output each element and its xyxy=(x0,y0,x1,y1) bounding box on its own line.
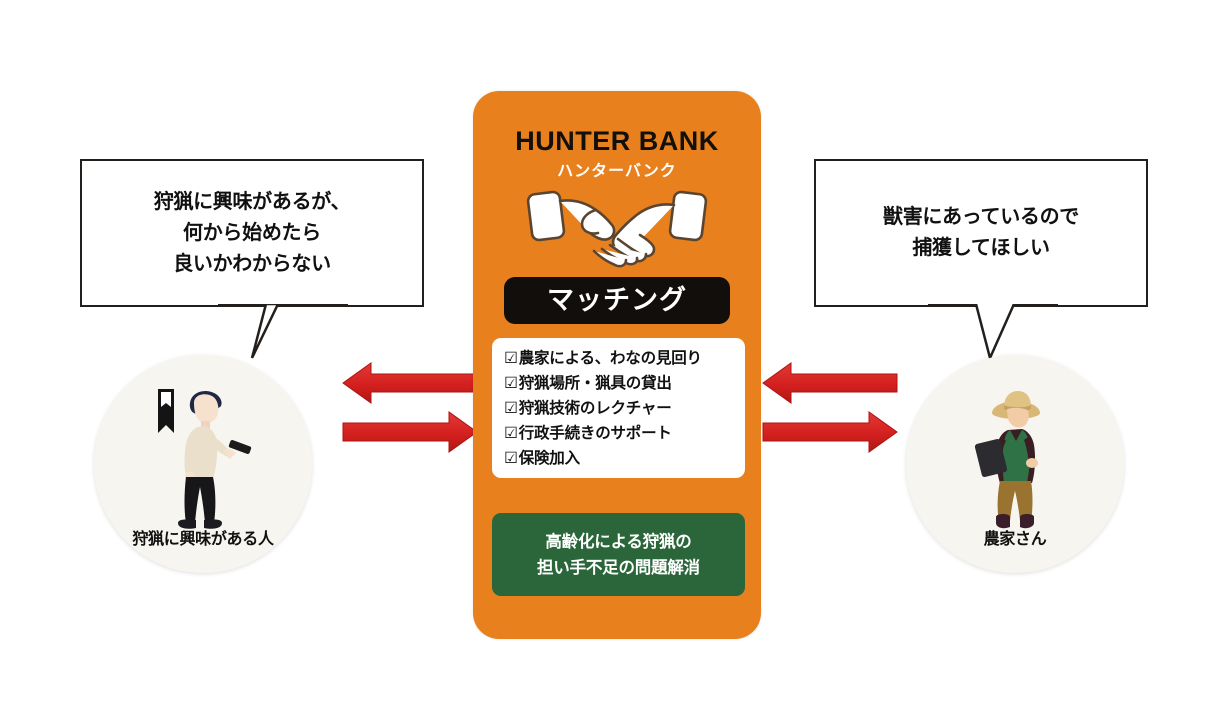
outcome-box-text: 高齢化による狩猟の 担い手不足の問題解消 xyxy=(537,529,700,581)
hunter-bank-panel: HUNTER BANK ハンターバンク マッチン xyxy=(473,91,761,639)
bubble-left-line2: 何から始めたら xyxy=(183,221,321,244)
matching-badge: マッチング xyxy=(504,277,730,324)
services-list: ☑農家による、わなの見回り ☑狩猟場所・猟具の貸出 ☑狩猟技術のレクチャー ☑行… xyxy=(492,346,745,471)
handshake-icon xyxy=(526,190,708,268)
service-item: ☑狩猟場所・猟具の貸出 xyxy=(504,371,745,396)
speech-bubble-left-tail xyxy=(218,302,348,359)
service-item-label: 狩猟技術のレクチャー xyxy=(518,400,672,417)
speech-bubble-right-text: 獣害にあっているので 捕獲してほしい xyxy=(883,202,1079,264)
service-item-label: 保険加入 xyxy=(518,450,580,467)
bubble-left-line1: 狩猟に興味があるが、 xyxy=(153,190,351,213)
speech-bubble-left-text: 狩猟に興味があるが、 何から始めたら 良いかわからない xyxy=(154,187,351,280)
bubble-right-line2: 捕獲してほしい xyxy=(912,237,1050,259)
service-item: ☑保険加入 xyxy=(504,446,745,471)
service-item-label: 狩猟場所・猟具の貸出 xyxy=(518,375,672,392)
farmer-with-tablet-icon xyxy=(974,391,1040,529)
checkbox-checked-icon: ☑ xyxy=(504,400,518,417)
persona-right: 農家さん xyxy=(906,355,1124,573)
services-card: ☑農家による、わなの見回り ☑狩猟場所・猟具の貸出 ☑狩猟技術のレクチャー ☑行… xyxy=(492,338,745,478)
checkbox-checked-icon: ☑ xyxy=(504,350,518,367)
persona-right-caption: 農家さん xyxy=(983,531,1047,548)
matching-badge-label: マッチング xyxy=(547,285,687,315)
speech-bubble-right: 獣害にあっているので 捕獲してほしい xyxy=(814,159,1148,307)
outcome-line1: 高齢化による狩猟の xyxy=(545,532,692,551)
persona-left: 狩猟に興味がある人 xyxy=(94,355,312,573)
arrow-pair-right xyxy=(762,362,898,453)
bubble-left-line3: 良いかわからない xyxy=(173,252,331,275)
service-item: ☑農家による、わなの見回り xyxy=(504,346,745,371)
arrow-right-icon xyxy=(762,411,898,453)
brand-title-en: HUNTER BANK xyxy=(515,126,719,156)
speech-bubble-left: 狩猟に興味があるが、 何から始めたら 良いかわからない xyxy=(80,159,424,307)
beginner-mark-icon xyxy=(158,389,174,433)
service-item: ☑行政手続きのサポート xyxy=(504,421,745,446)
arrow-left-icon xyxy=(762,362,898,404)
checkbox-checked-icon: ☑ xyxy=(504,450,518,467)
outcome-box: 高齢化による狩猟の 担い手不足の問題解消 xyxy=(492,513,745,596)
arrow-left-icon xyxy=(342,362,478,404)
service-item: ☑狩猟技術のレクチャー xyxy=(504,396,745,421)
bubble-right-line1: 獣害にあっているので xyxy=(883,206,1079,228)
checkbox-checked-icon: ☑ xyxy=(504,425,518,442)
service-item-label: 農家による、わなの見回り xyxy=(518,350,702,367)
persona-left-caption: 狩猟に興味がある人 xyxy=(132,531,274,548)
checkbox-checked-icon: ☑ xyxy=(504,375,518,392)
outcome-line2: 担い手不足の問題解消 xyxy=(536,558,700,577)
arrow-right-icon xyxy=(342,411,478,453)
brand-title-ja: ハンターバンク xyxy=(557,163,677,180)
young-person-with-phone-icon xyxy=(158,389,252,529)
service-item-label: 行政手続きのサポート xyxy=(518,425,672,442)
arrow-pair-left xyxy=(342,362,478,453)
